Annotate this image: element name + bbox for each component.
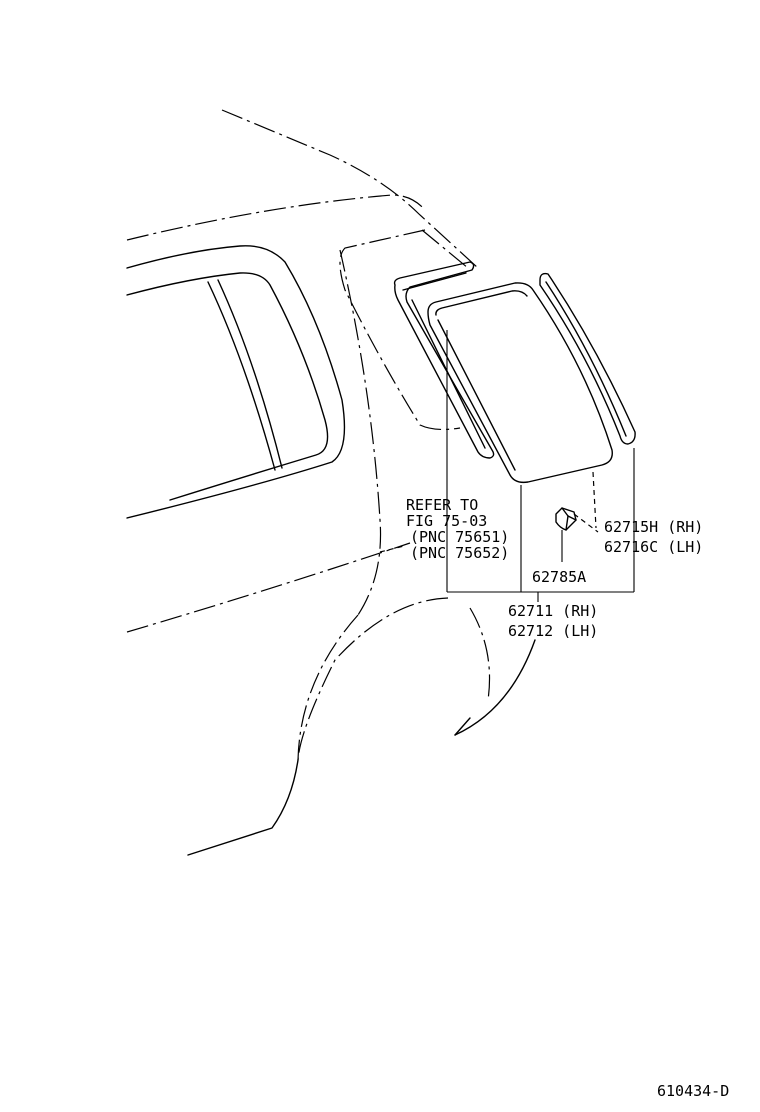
clip-62785a bbox=[555, 507, 577, 531]
figure-id: 610434-D bbox=[657, 1082, 729, 1100]
part-label-62711: 62711 (RH) 62712 (LH) bbox=[508, 602, 598, 640]
vehicle-body-outline bbox=[126, 109, 491, 761]
part-label-62711-rh: 62711 (RH) bbox=[508, 602, 598, 620]
part-label-62712-lh: 62712 (LH) bbox=[508, 622, 598, 640]
quarter-window-molding bbox=[539, 272, 636, 445]
part-label-62715: 62715H (RH) 62716C (LH) bbox=[604, 518, 703, 556]
refer-note-line-1: REFER TO bbox=[406, 496, 478, 514]
refer-note-line-2: FIG 75-03 bbox=[406, 512, 487, 530]
refer-note: REFER TO FIG 75-03 (PNC 75651) (PNC 7565… bbox=[406, 496, 509, 562]
part-label-62715h: 62715H (RH) bbox=[604, 518, 703, 536]
part-label-62716c: 62716C (LH) bbox=[604, 538, 703, 556]
refer-note-line-4: (PNC 75652) bbox=[410, 544, 509, 562]
assembly-dash-lines bbox=[379, 471, 599, 553]
rear-quarter-lower bbox=[187, 639, 536, 856]
rear-door-frame bbox=[126, 245, 346, 519]
leader-lines bbox=[446, 330, 635, 602]
quarter-window-weatherstrip bbox=[393, 261, 495, 459]
refer-note-line-3: (PNC 75651) bbox=[410, 528, 509, 546]
part-label-62785a: 62785A bbox=[532, 568, 586, 586]
quarter-window-glass bbox=[427, 282, 613, 484]
